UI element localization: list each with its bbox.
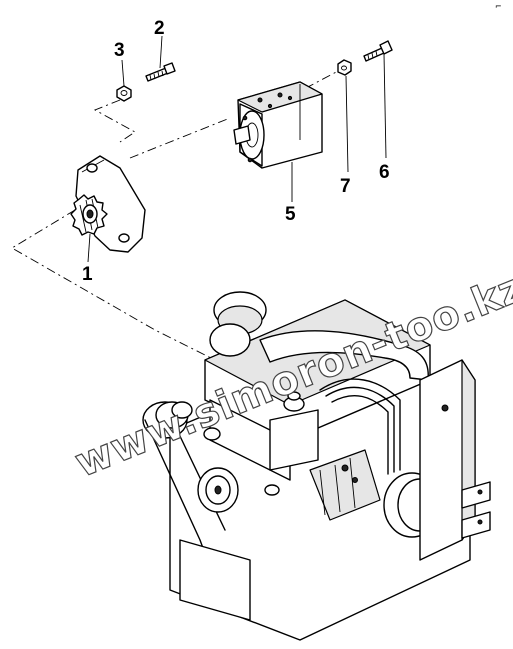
callout-1: 1 xyxy=(82,264,93,285)
callout-6: 6 xyxy=(379,162,390,183)
corner-mark: ⌐ xyxy=(495,2,502,11)
assembly-lines xyxy=(11,69,341,361)
part-2-bolt xyxy=(145,62,176,82)
callout-5: 5 xyxy=(285,204,296,225)
part-5-pump xyxy=(233,81,323,169)
callout-7: 7 xyxy=(340,176,351,197)
part-3-nut xyxy=(116,85,132,102)
engine-assembly xyxy=(142,291,491,641)
part-6-bolt xyxy=(363,40,393,62)
callout-3: 3 xyxy=(114,40,125,61)
part-1-flange-gear xyxy=(70,155,146,253)
part-7-nut xyxy=(337,59,352,76)
leader-lines xyxy=(87,35,387,263)
callout-2: 2 xyxy=(154,18,165,39)
gear xyxy=(70,194,108,236)
